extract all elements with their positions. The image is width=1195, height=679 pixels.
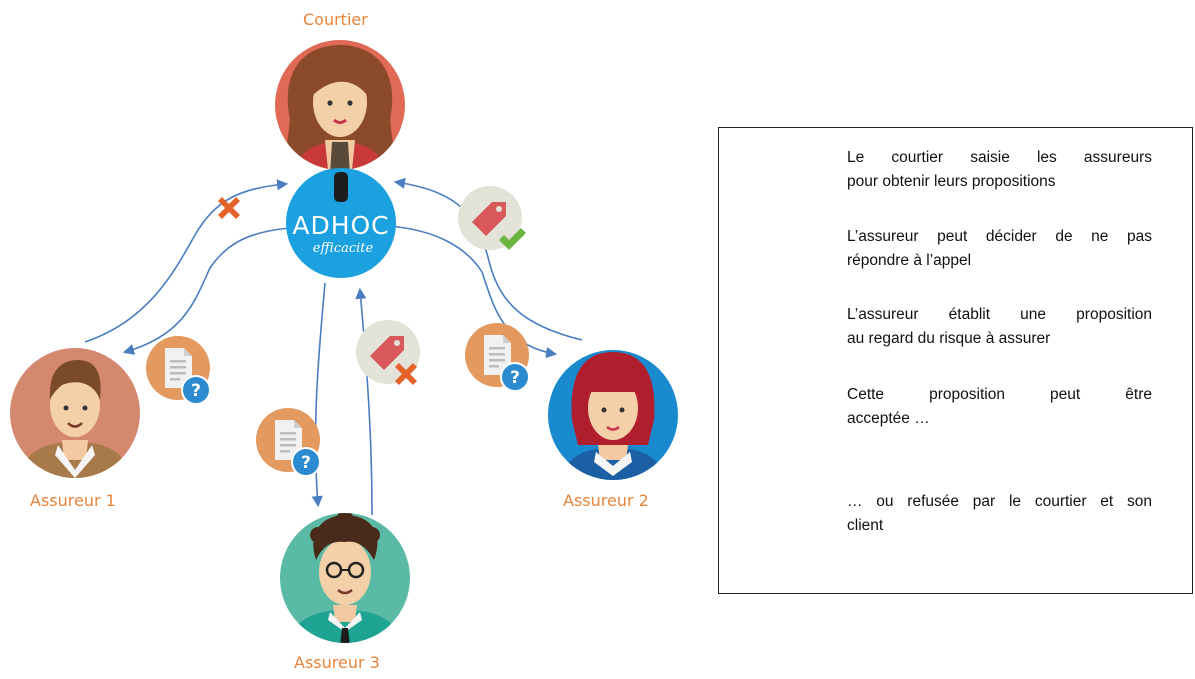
legend-item-1-line2: pour obtenir leurs propositions: [847, 173, 1056, 190]
hub-brand-top: ADHOC: [292, 211, 389, 240]
courtier-avatar: [275, 40, 405, 170]
legend-item-5-line1: … ou refusée par le courtier et son: [847, 493, 1152, 510]
arrow-assureur2-to-hub: [393, 177, 583, 341]
label-assureur3: Assureur 3: [294, 653, 380, 672]
assureur3-avatar: [280, 513, 410, 643]
legend-item-5-line2: client: [847, 517, 884, 534]
arrow-hub-to-assureur3: [311, 282, 326, 508]
label-assureur1: Assureur 1: [30, 491, 116, 510]
label-courtier: Courtier: [303, 10, 368, 29]
label-assureur2: Assureur 2: [563, 491, 649, 510]
legend-item-3-line1: L’assureur établit une proposition: [847, 306, 1152, 323]
legend-item-2-line2: répondre à l’appel: [847, 252, 972, 269]
document-question-icon-assureur3: [255, 407, 321, 477]
hub-brand-bottom: efficacite: [313, 241, 374, 256]
legend-box: [718, 127, 1193, 594]
price-tag-cross-icon-assureur3: [356, 320, 420, 385]
adhoc-hub: ADHOC efficacite: [286, 168, 396, 278]
price-tag-check-icon-assureur2: [458, 186, 526, 250]
arrow-assureur1-to-hub: [84, 179, 289, 343]
arrow-hub-to-assureur1: [122, 227, 291, 355]
legend-item-2-line1: L’assureur peut décider de ne pas: [847, 228, 1152, 245]
document-question-icon-assureur1: [145, 335, 211, 405]
legend-item-4-line1: Cette proposition peut être: [847, 386, 1152, 403]
legend-item-3-line2: au regard du risque à assurer: [847, 330, 1051, 347]
assureur1-avatar: [10, 348, 140, 478]
cross-icon-top-left: [218, 197, 240, 219]
legend-item-1-line1: Le courtier saisie les assureurs: [847, 149, 1152, 166]
legend-item-4-line2: acceptée …: [847, 410, 930, 427]
arrow-assureur3-to-hub: [355, 287, 373, 516]
assureur2-avatar: [548, 350, 678, 480]
flow-arrows: [84, 177, 583, 516]
document-question-icon-assureur2: [464, 322, 530, 392]
